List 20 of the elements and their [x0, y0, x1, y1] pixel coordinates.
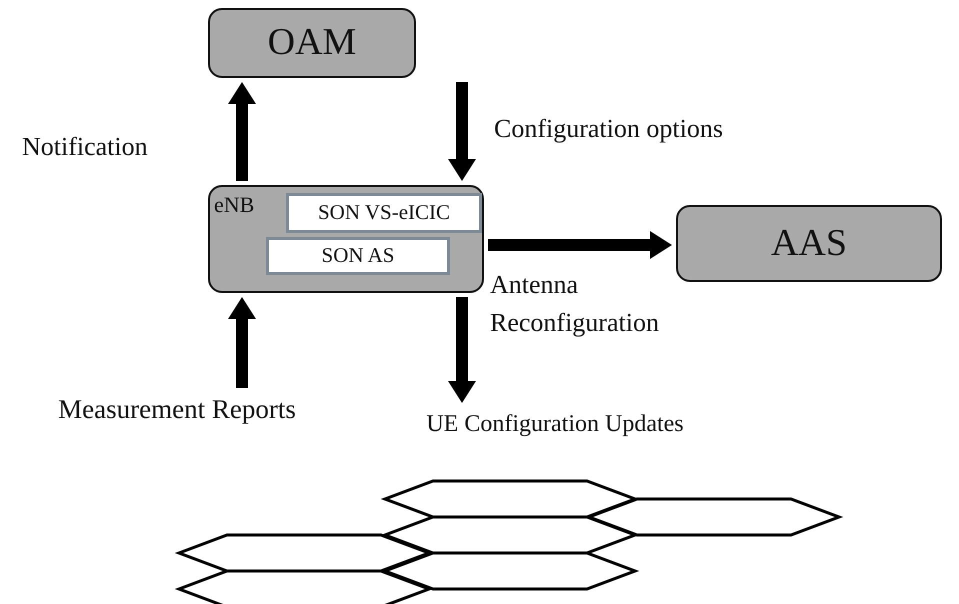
arrow [228, 297, 256, 388]
node-label: OAM [268, 22, 356, 64]
node-label: SON AS [322, 244, 394, 268]
arrow [448, 297, 476, 403]
edge-label: Antenna Reconfiguration [490, 269, 660, 339]
node-label: SON VS-eICIC [318, 201, 450, 225]
rounded-box [208, 8, 416, 78]
edge-label: Notification [22, 131, 149, 163]
rounded-box [208, 185, 484, 293]
arrow [488, 231, 672, 259]
module-box [286, 193, 482, 233]
node-label: AAS [770, 222, 848, 264]
rounded-box [676, 205, 942, 282]
arrow [448, 82, 476, 181]
node-text: UE Configuration Updates [426, 410, 684, 438]
module-box [266, 237, 450, 275]
arrow [228, 82, 256, 181]
node-label: eNB [214, 193, 254, 218]
edge-label: Configuration options [494, 113, 724, 145]
node-text: Measurement Reports [58, 395, 296, 425]
